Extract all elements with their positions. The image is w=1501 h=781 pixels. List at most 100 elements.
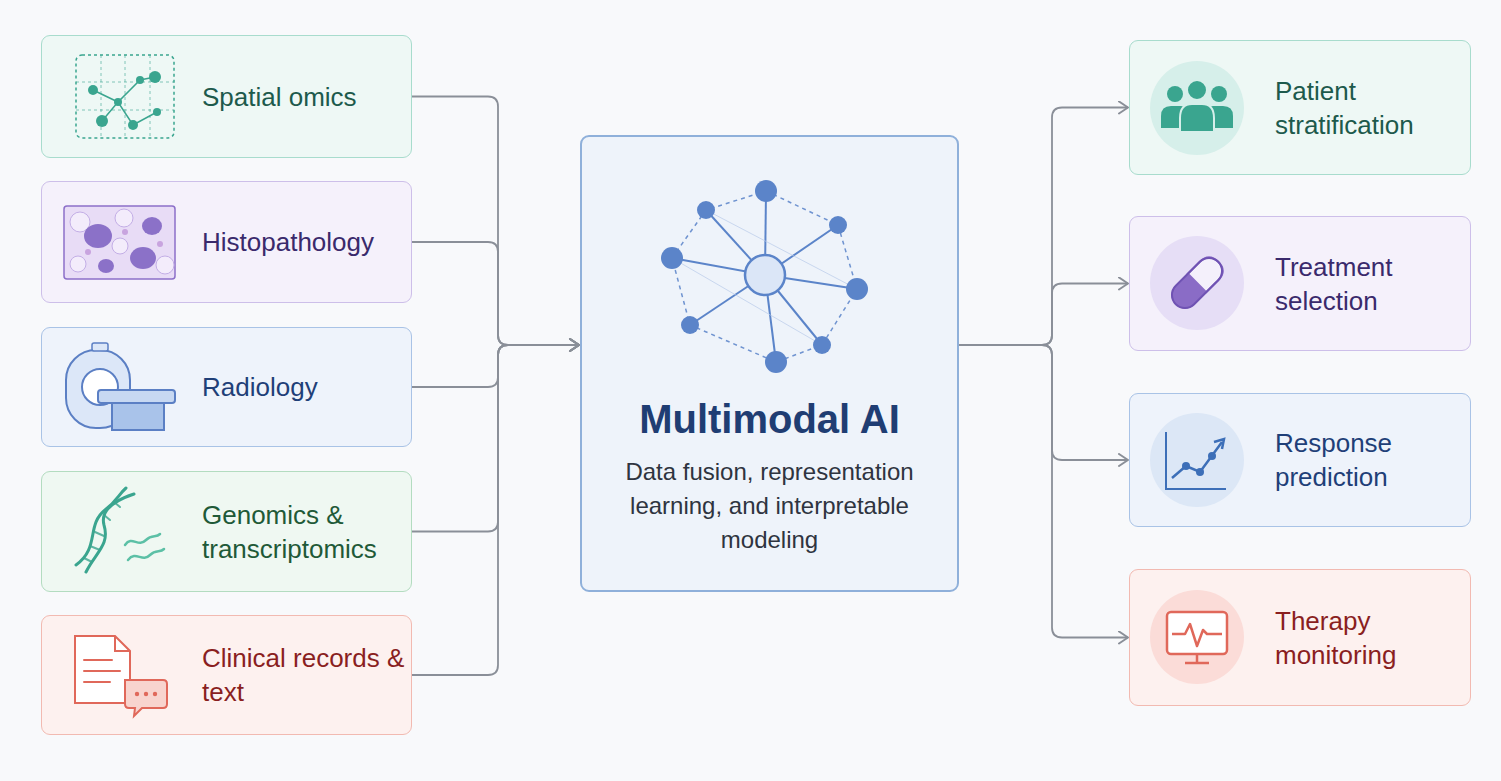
icon-shape [84,224,112,248]
icon-shape [84,558,92,562]
icon-shape [114,98,122,106]
icon-shape [85,249,91,255]
icon-shape [1211,86,1227,102]
flow-connector [412,345,579,387]
icon-shape [153,692,157,696]
box-label: Radiology [202,328,417,446]
box-label: Spatial omics [202,36,417,157]
icon-shape [706,210,857,289]
icon-shape [76,55,174,138]
hub-title: Multimodal AI [592,397,947,442]
icon-shape [112,238,128,254]
icon-shape [1167,253,1228,314]
icon-shape [672,210,857,345]
icon-shape [125,534,160,545]
icon-shape [1188,253,1228,293]
icon-shape [82,369,118,405]
icon-shape [70,209,174,274]
icon-shape [84,217,162,273]
icon-shape [102,102,157,125]
modality-box: Histopathology [41,181,412,303]
icon-shape [84,681,110,683]
box-label: Therapy monitoring [1275,570,1465,705]
icon-shape [1205,106,1233,128]
modality-box: Genomics & transcriptomics [41,471,412,592]
box-label: Patient stratification [1275,41,1465,174]
icon-shape [765,275,857,289]
chart-icon [1150,413,1244,507]
flow-connector [959,345,1128,638]
icon-shape [829,216,847,234]
icon-shape [128,549,164,560]
icon-shape [115,209,133,227]
icon-shape [1185,662,1209,665]
icon-shape [88,71,161,130]
icon-shape [156,256,174,274]
icon-shape [84,659,112,661]
icon-shape [1161,80,1233,132]
icon-shape [681,316,699,334]
icon-shape [84,670,120,672]
modality-box: Treatment selection [1129,216,1471,351]
box-label: Treatment selection [1275,217,1465,350]
flow-connector [412,97,579,346]
icon-shape [135,692,157,696]
icon-shape [1172,442,1222,478]
icon-shape [98,390,175,403]
icon-shape [661,180,868,373]
icon-shape [104,515,110,520]
icon-shape [1187,80,1207,100]
flow-connector [412,345,579,532]
icon-shape [1150,590,1244,684]
icon-shape [1161,106,1189,128]
icon-shape [1172,624,1222,646]
icon-shape [84,502,120,562]
icon-shape [84,660,120,682]
document-icon [75,636,167,716]
icon-shape [1167,253,1228,314]
icon-shape [98,259,114,273]
icon-shape [115,636,130,651]
icon-shape [745,255,785,295]
icon-shape [1180,104,1214,132]
icon-shape [70,256,86,272]
icon-shape [672,191,857,362]
icon-shape [92,343,108,351]
hub-box: Multimodal AI Data fusion, representation… [580,135,959,592]
icon-shape [1150,236,1244,330]
icon-shape [70,212,90,232]
icon-shape [136,76,144,84]
icon-shape [122,229,128,235]
icon-shape [85,229,163,255]
modality-box: Spatial omics [41,35,412,158]
icon-shape [672,258,765,275]
icon-shape [765,275,822,345]
icon-shape [661,247,683,269]
icon-shape [1182,452,1216,476]
modality-box: Clinical records & text [41,615,412,735]
icon-shape [64,206,175,279]
icon-shape [90,546,100,550]
network-icon [661,180,868,373]
modality-box: Therapy monitoring [1129,569,1471,706]
icon-shape [765,191,766,275]
icon-shape [130,247,156,269]
icon-shape [672,258,822,345]
box-label: Genomics & transcriptomics [202,472,417,591]
icon-shape [150,55,151,138]
spatial-omics-icon [76,55,174,138]
icon-shape [765,225,838,275]
icon-shape [114,502,120,507]
icon-shape [93,77,155,102]
icon-shape [96,115,108,127]
icon-shape [690,275,765,325]
icon-shape [1208,452,1216,460]
icon-shape [1196,468,1204,476]
icon-shape [1167,274,1207,314]
hub-description: Data fusion, representation learning, an… [612,455,927,557]
scanner-icon [66,343,175,430]
icon-shape [135,692,139,696]
icon-shape [755,180,777,202]
